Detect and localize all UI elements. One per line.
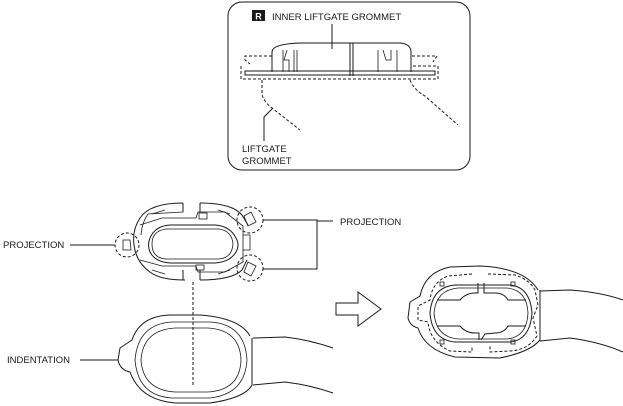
liftgate-grommet-leader <box>263 107 274 141</box>
detail-badge-letter: R <box>255 12 262 22</box>
panel-flange <box>244 70 436 76</box>
projection-right-leader <box>263 219 318 270</box>
projection-top-right-circle <box>236 206 264 234</box>
detail-box-frame <box>227 1 471 171</box>
liftgate-grommet-hose <box>117 314 334 404</box>
right-arrow-icon <box>335 291 382 327</box>
liftgate-grommet-label-1: LIFTGATE <box>242 144 287 155</box>
liftgate-grommet-label-2: GROMMET <box>242 156 292 167</box>
detail-badge <box>252 10 265 21</box>
inner-grommet-front-view <box>114 202 264 282</box>
detail-box: R INNER LIFTGATE GROMMET <box>227 1 471 171</box>
detail-title: INNER LIFTGATE GROMMET <box>272 12 401 23</box>
installed-assembly <box>407 265 623 359</box>
projection-left-label: PROJECTION <box>3 240 64 251</box>
projection-bottom-right-circle <box>236 254 264 282</box>
projection-right-label: PROJECTION <box>340 217 401 228</box>
indentation-label: INDENTATION <box>7 355 70 366</box>
liftgate-grommet-outline <box>240 55 459 131</box>
